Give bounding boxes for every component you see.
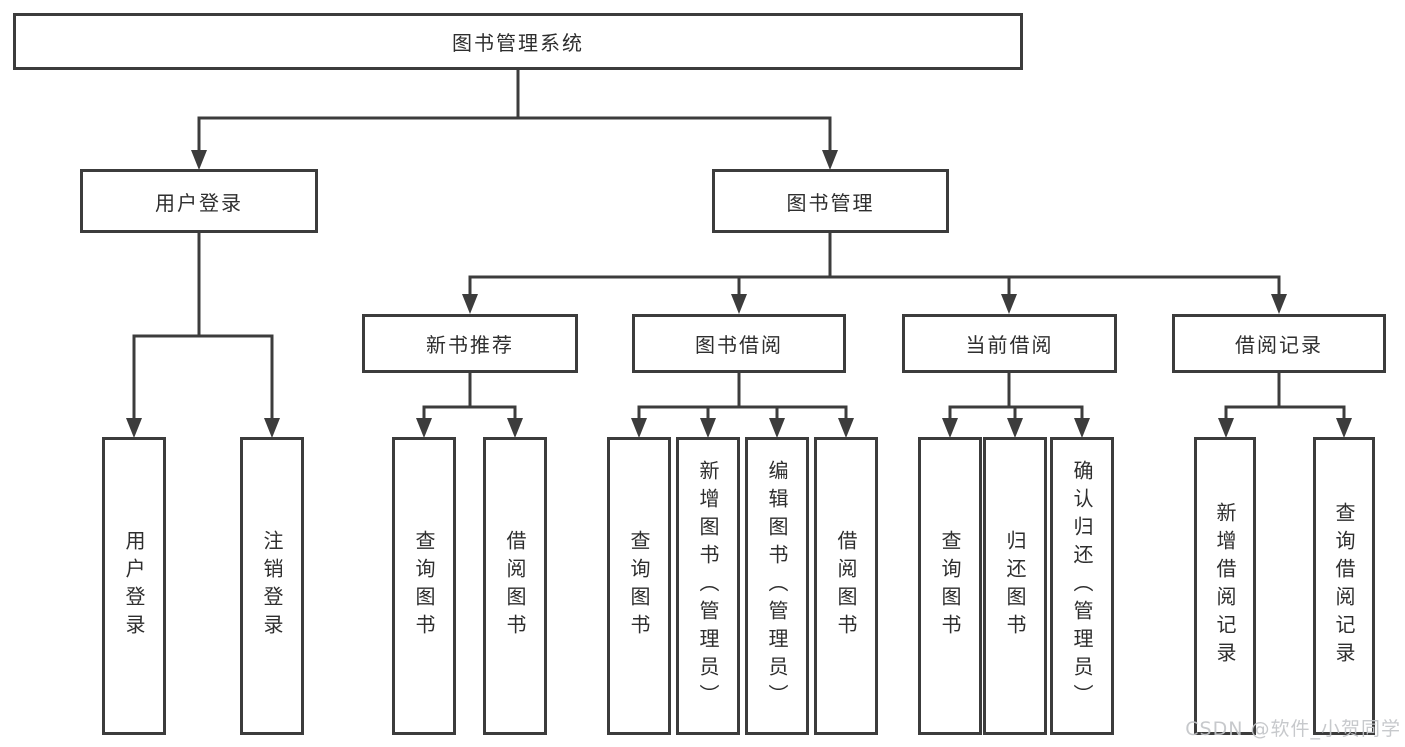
node-root-system: 图书管理系统 [13, 13, 1023, 70]
leaf-cb-confirm-return-admin: 确认归还（管理员） [1050, 437, 1114, 735]
edges-user-login-to-leaves [126, 231, 280, 438]
edges-root-to-level2 [191, 68, 838, 170]
node-user-login: 用户登录 [80, 169, 318, 233]
node-book-management: 图书管理 [712, 169, 949, 233]
leaf-user-login: 用户登录 [102, 437, 166, 735]
node-new-book-recommendation: 新书推荐 [362, 314, 578, 373]
csdn-watermark: CSDN @软件_小贺同学 [1185, 718, 1401, 740]
edges-book-mgmt-to-level3 [462, 231, 1287, 314]
leaf-rec-borrow-books: 借阅图书 [483, 437, 547, 735]
edges-book-borrow-to-leaves [631, 371, 854, 438]
node-book-borrowing: 图书借阅 [632, 314, 846, 373]
leaf-bb-edit-books-admin: 编辑图书（管理员） [745, 437, 809, 735]
leaf-cb-return-books: 归还图书 [983, 437, 1047, 735]
edges-current-borrow-to-leaves [942, 371, 1090, 438]
edges-borrow-records-to-leaves [1218, 371, 1352, 438]
node-borrowing-records: 借阅记录 [1172, 314, 1386, 373]
leaf-bb-add-books-admin: 新增图书（管理员） [676, 437, 740, 735]
edges-new-book-rec-to-leaves [416, 371, 523, 438]
leaf-cb-query-books: 查询图书 [918, 437, 982, 735]
leaf-rec-query-books: 查询图书 [392, 437, 456, 735]
node-current-borrowing: 当前借阅 [902, 314, 1117, 373]
leaf-bb-borrow-books: 借阅图书 [814, 437, 878, 735]
leaf-br-query-record: 查询借阅记录 [1313, 437, 1375, 735]
leaf-logout: 注销登录 [240, 437, 304, 735]
leaf-br-add-record: 新增借阅记录 [1194, 437, 1256, 735]
leaf-bb-query-books: 查询图书 [607, 437, 671, 735]
